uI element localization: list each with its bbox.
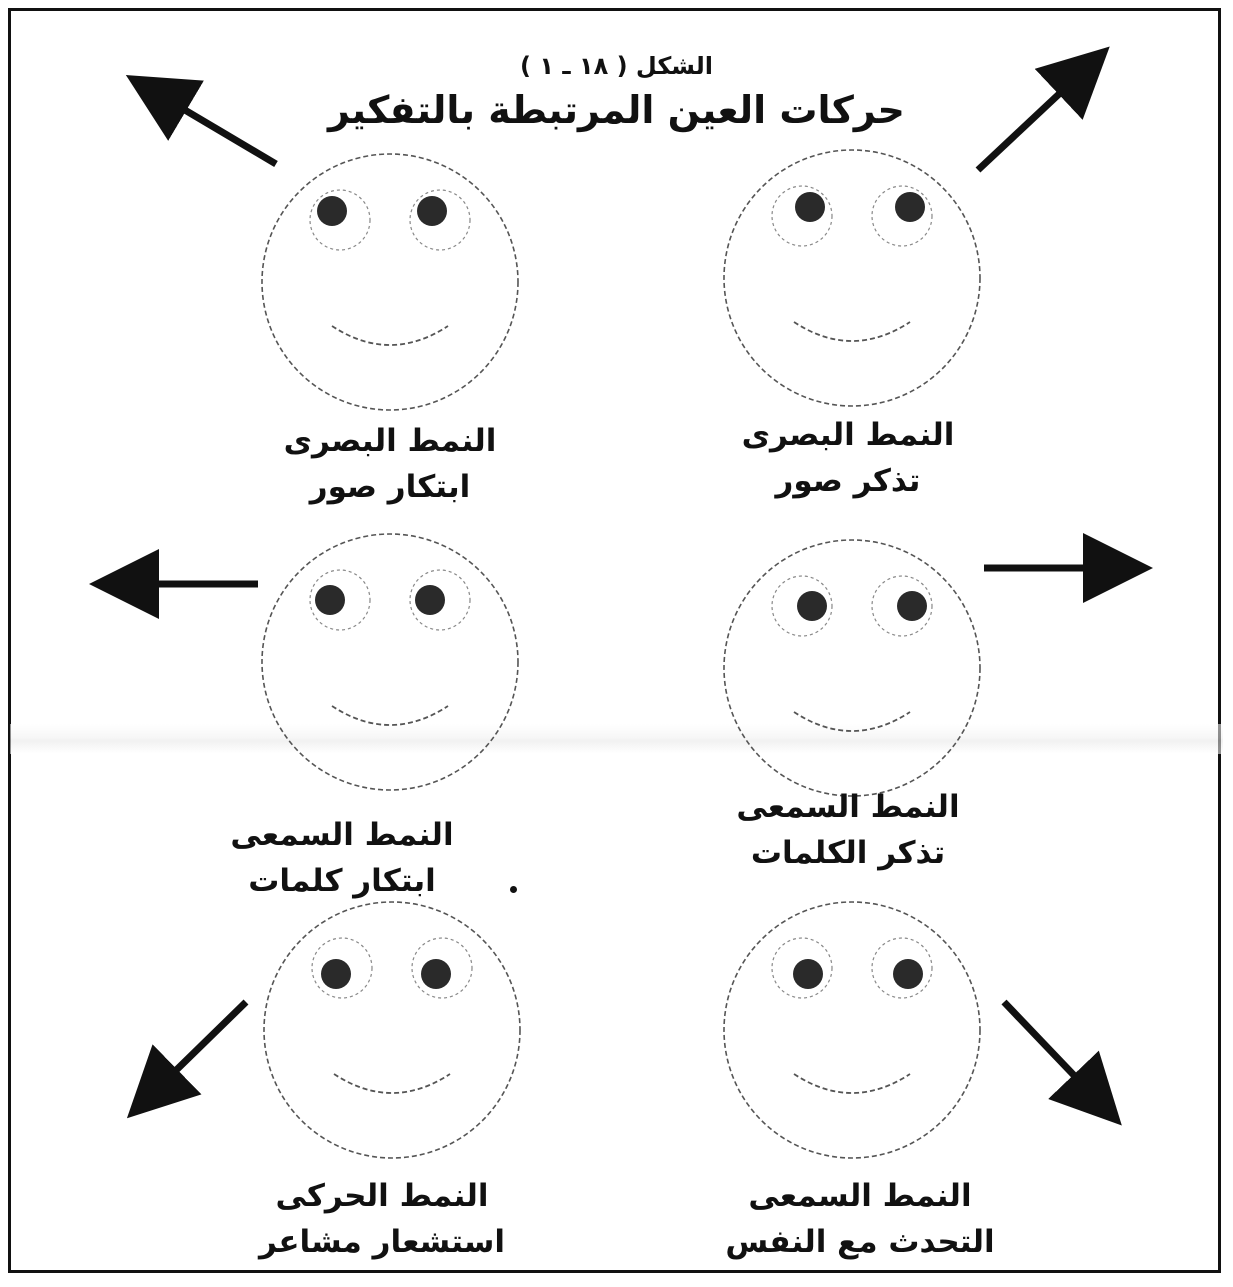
face-auditory-recall xyxy=(724,540,980,796)
stray-dot xyxy=(510,886,517,893)
left-pupil xyxy=(797,591,827,621)
right-pupil xyxy=(897,591,927,621)
caption-line1: النمط السمعى xyxy=(688,784,1008,830)
caption-visual-recall: النمط البصرى تذكر صور xyxy=(688,412,1008,504)
caption-visual-construct: النمط البصرى ابتكار صور xyxy=(230,418,550,510)
mouth xyxy=(794,322,910,341)
right-pupil xyxy=(893,959,923,989)
left-pupil xyxy=(321,959,351,989)
caption-line1: النمط السمعى xyxy=(182,812,502,858)
face-outline xyxy=(262,534,518,790)
caption-auditory-recall: النمط السمعى تذكر الكلمات xyxy=(688,784,1008,876)
mouth xyxy=(794,712,910,731)
right-pupil xyxy=(421,959,451,989)
face-outline xyxy=(724,902,980,1158)
caption-line2: تذكر صور xyxy=(688,458,1008,504)
left-pupil xyxy=(317,196,347,226)
right-pupil xyxy=(417,196,447,226)
mouth xyxy=(332,706,448,725)
arrow-down-right xyxy=(1004,1002,1088,1090)
arrow-down-left xyxy=(162,1002,246,1084)
caption-line2: ابتكار كلمات xyxy=(182,858,502,904)
caption-kinesthetic: النمط الحركى استشعار مشاعر xyxy=(222,1173,542,1265)
left-pupil xyxy=(315,585,345,615)
mouth xyxy=(334,1074,450,1093)
arrow-up-left xyxy=(168,100,276,164)
caption-line1: النمط البصرى xyxy=(688,412,1008,458)
right-pupil xyxy=(415,585,445,615)
left-pupil xyxy=(793,959,823,989)
caption-auditory-self-talk: النمط السمعى التحدث مع النفس xyxy=(700,1173,1020,1265)
caption-line2: التحدث مع النفس xyxy=(700,1219,1020,1265)
mouth xyxy=(332,326,448,345)
face-outline xyxy=(724,540,980,796)
face-auditory-construct xyxy=(262,534,518,790)
caption-line2: ابتكار صور xyxy=(230,464,550,510)
face-kinesthetic xyxy=(264,902,520,1158)
right-pupil xyxy=(895,192,925,222)
face-outline xyxy=(264,902,520,1158)
face-auditory-self-talk xyxy=(724,902,980,1158)
caption-line1: النمط السمعى xyxy=(700,1173,1020,1219)
face-visual-recall xyxy=(724,150,980,406)
face-outline xyxy=(262,154,518,410)
caption-line1: النمط الحركى xyxy=(222,1173,542,1219)
face-outline xyxy=(724,150,980,406)
caption-auditory-construct: النمط السمعى ابتكار كلمات xyxy=(182,812,502,904)
mouth xyxy=(794,1074,910,1093)
left-pupil xyxy=(795,192,825,222)
arrow-up-right xyxy=(978,80,1074,170)
caption-line2: استشعار مشاعر xyxy=(222,1219,542,1265)
caption-line2: تذكر الكلمات xyxy=(688,830,1008,876)
face-visual-construct xyxy=(262,154,518,410)
caption-line1: النمط البصرى xyxy=(230,418,550,464)
